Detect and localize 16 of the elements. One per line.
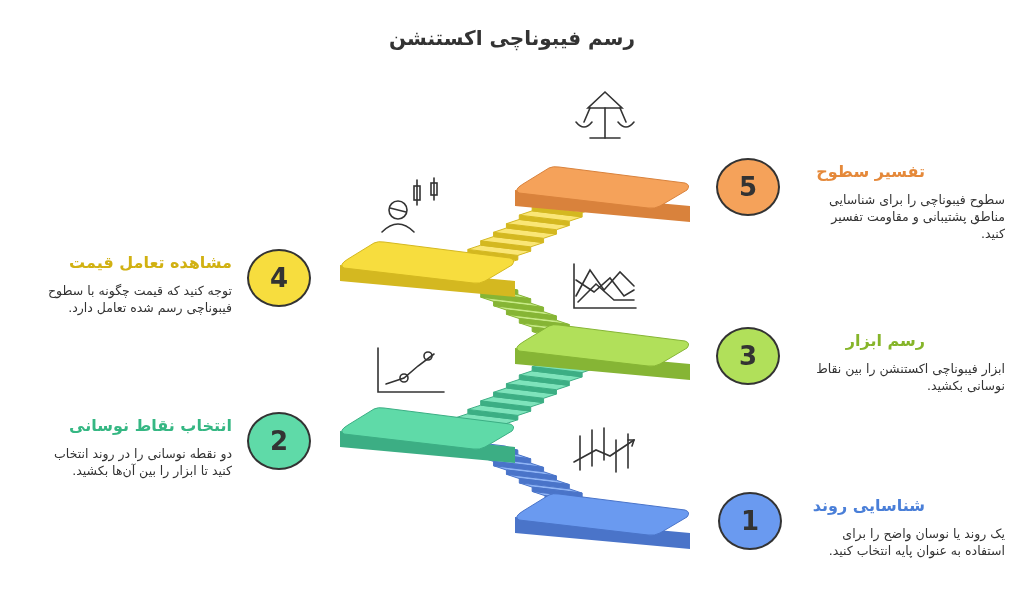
step-heading: تفسیر سطوح [816, 162, 925, 181]
step-number-circle: 1 [718, 492, 782, 550]
step-description: ابزار فیبوناچی اکستنشن را بین نقاط نوسانی بکشید. [815, 360, 1005, 394]
title: رسم فیبوناچی اکستنشن [388, 26, 636, 50]
step-number-circle: 5 [716, 158, 780, 216]
step-heading: شناسایی روند [812, 496, 925, 515]
step-number-circle: 4 [247, 249, 311, 307]
step-heading: مشاهده تعامل قیمت [68, 253, 232, 272]
step-number-circle: 2 [247, 412, 311, 470]
step-number-circle: 3 [716, 327, 780, 385]
step-description: دو نقطه نوسانی را در روند انتخاب کنید تا ابزار را بین آن‌ها بکشید. [53, 445, 232, 479]
step-description: توجه کنید که قیمت چگونه با سطوح فیبوناچی رسم شده تعامل دارد. [47, 282, 232, 316]
step-heading: رسم ابزار [845, 331, 925, 350]
step-description: سطوح فیبوناچی را برای شناسایی مناطق پشتیبانی و مقاومت تفسیر کنید. [828, 191, 1005, 242]
step-description: یک روند یا نوسان واضح را برای استفاده به عنوان پایه انتخاب کنید. [827, 525, 1005, 559]
step-heading: انتخاب نقاط نوسانی [69, 416, 232, 435]
